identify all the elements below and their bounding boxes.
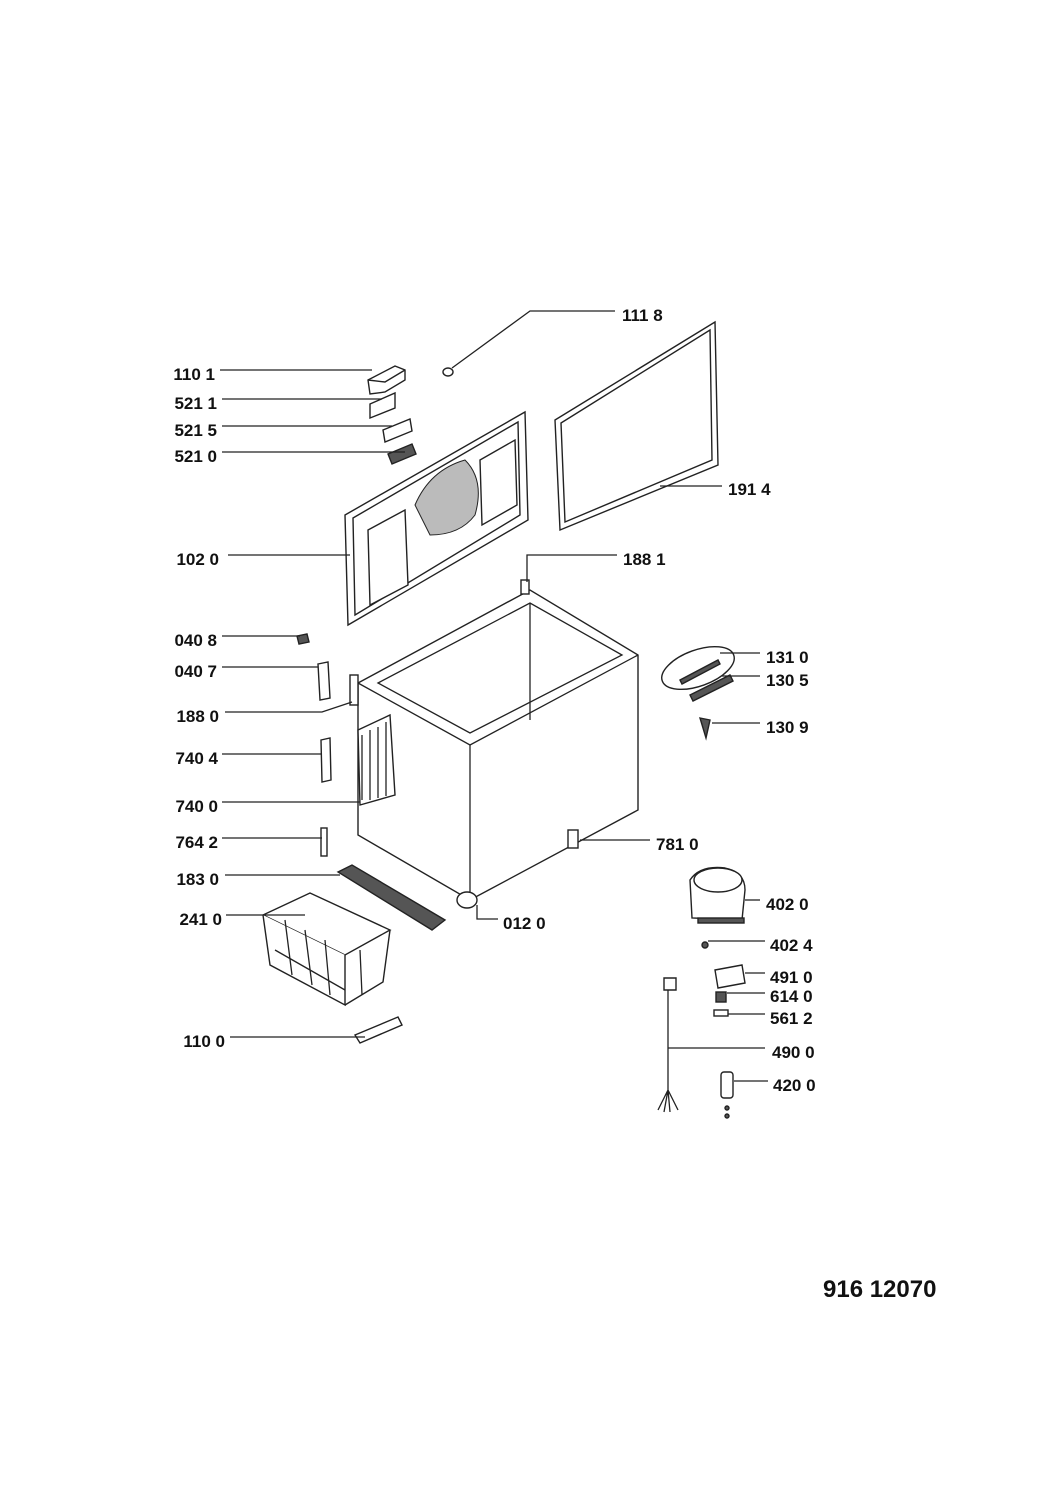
label-191-4: 191 4 xyxy=(728,480,771,499)
condenser-bracket xyxy=(320,737,332,783)
label-040-7: 040 7 xyxy=(174,662,217,681)
label-740-4: 740 4 xyxy=(175,749,218,768)
label-764-2: 764 2 xyxy=(175,833,218,852)
label-740-0: 740 0 xyxy=(175,797,218,816)
label-561-2: 561 2 xyxy=(770,1009,813,1028)
thermostat-kit xyxy=(661,645,735,741)
document-code: 916 12070 xyxy=(823,1276,936,1303)
control-plate xyxy=(382,418,413,443)
bottom-heater xyxy=(336,864,447,931)
label-130-9: 130 9 xyxy=(766,718,809,737)
label-402-4: 402 4 xyxy=(770,936,813,955)
part-labels: 110 1 521 1 521 5 521 0 102 0 040 8 040 … xyxy=(173,306,936,1303)
power-cord xyxy=(657,977,679,1113)
grommet xyxy=(701,941,709,949)
overload xyxy=(715,991,727,1003)
label-188-0: 188 0 xyxy=(176,707,219,726)
lid-handle xyxy=(367,365,406,395)
hinge-bar xyxy=(353,1016,403,1044)
cabinet xyxy=(349,579,639,909)
label-490-0: 490 0 xyxy=(772,1043,815,1062)
label-781-0: 781 0 xyxy=(656,835,699,854)
lamp-cap xyxy=(442,367,454,377)
label-110-1: 110 1 xyxy=(173,365,215,384)
label-521-0: 521 0 xyxy=(174,447,217,466)
basket xyxy=(261,892,392,1007)
lid-gasket xyxy=(554,320,719,532)
dryer-filter xyxy=(320,827,328,857)
label-241-0: 241 0 xyxy=(179,910,222,929)
label-111-8: 111 8 xyxy=(622,306,663,325)
label-110-0: 110 0 xyxy=(183,1032,225,1051)
relay-cover xyxy=(713,1009,729,1017)
label-521-1: 521 1 xyxy=(174,394,217,413)
condenser xyxy=(357,713,396,806)
label-012-0: 012 0 xyxy=(503,914,546,933)
compressor xyxy=(689,866,746,924)
label-521-5: 521 5 xyxy=(174,421,217,440)
label-102-0: 102 0 xyxy=(176,550,219,569)
label-614-0: 614 0 xyxy=(770,987,813,1006)
hinge-cover xyxy=(317,661,331,701)
capacitor xyxy=(720,1071,734,1119)
label-491-0: 491 0 xyxy=(770,968,813,987)
label-130-5: 130 5 xyxy=(766,671,809,690)
lid xyxy=(344,410,529,627)
label-040-8: 040 8 xyxy=(174,631,217,650)
label-183-0: 183 0 xyxy=(176,870,219,889)
label-420-0: 420 0 xyxy=(773,1076,816,1095)
label-402-0: 402 0 xyxy=(766,895,809,914)
handle-label xyxy=(369,391,396,420)
thermostat-board xyxy=(387,443,417,465)
label-131-0: 131 0 xyxy=(766,648,809,667)
leader-lines xyxy=(220,310,768,1082)
label-188-1: 188 1 xyxy=(623,550,666,569)
relay xyxy=(714,964,746,989)
